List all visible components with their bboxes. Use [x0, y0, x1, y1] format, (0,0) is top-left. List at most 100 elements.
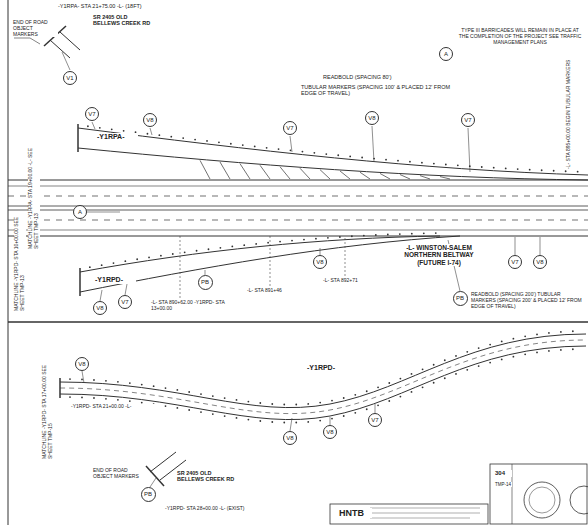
tubular-marker [69, 378, 71, 380]
tubular-marker [553, 170, 555, 172]
tubular-marker [165, 405, 167, 407]
tubular-marker [99, 127, 101, 129]
title-block [330, 464, 588, 524]
callout-circle: PB [198, 275, 213, 290]
tubular-marker [129, 382, 131, 384]
tubular-marker [291, 240, 293, 242]
hatch-stroke [300, 168, 310, 179]
tubular-marker [93, 397, 95, 399]
tubular-marker [524, 335, 526, 337]
tubular-marker [279, 241, 281, 243]
tubular-marker [236, 399, 238, 401]
tubular-marker [481, 166, 483, 168]
tubular-marker [303, 239, 305, 241]
tubular-marker [377, 404, 379, 406]
tubular-marker [295, 404, 297, 406]
callout-number: A [78, 209, 82, 215]
tubular-marker [254, 146, 256, 148]
callout-number: V8 [326, 429, 333, 435]
callout-circle: V7 [508, 255, 522, 269]
tubular-marker [160, 255, 162, 257]
plan-label: TMP-14 [494, 482, 512, 487]
tubular-marker [327, 237, 329, 239]
tubular-marker [101, 264, 103, 266]
plan-label: END OF ROAD OBJECT MARKERS [12, 20, 58, 37]
callout-circle: A [439, 47, 453, 61]
callout-number: V8 [146, 117, 153, 123]
tubular-marker [501, 341, 503, 343]
plan-label: -Y1RPD- [94, 276, 136, 284]
tubular-marker [435, 232, 437, 234]
tubular-marker [411, 233, 413, 235]
callout-circle: A [73, 205, 87, 219]
tubular-marker [445, 164, 447, 166]
callout-circle: V8 [283, 431, 297, 445]
tubular-marker [172, 253, 174, 255]
tubular-marker [206, 140, 208, 142]
tubular-marker [422, 386, 424, 388]
plan-label: READBOLD (SPACING 80') [322, 74, 434, 80]
hatch-stroke [220, 162, 230, 179]
hatch-stroke [400, 175, 410, 179]
hatch-stroke [320, 170, 330, 179]
callout-circle: V7 [368, 413, 382, 427]
tubular-marker [113, 262, 115, 264]
tubular-marker [409, 161, 411, 163]
callout-number: V8 [536, 259, 543, 265]
leader-lines [62, 52, 540, 487]
tubular-marker [123, 130, 125, 132]
tubular-marker [444, 359, 446, 361]
plan-label: -Y1RPA- [96, 133, 138, 141]
callout-circle: V7 [118, 295, 132, 309]
tubular-marker [343, 415, 345, 417]
tubular-marker [455, 355, 457, 357]
tubular-marker [325, 153, 327, 155]
tubular-marker [105, 398, 107, 400]
callout-number: A [444, 51, 448, 57]
tubular-marker [363, 235, 365, 237]
callout-circle: V8 [143, 113, 157, 127]
tubular-marker [242, 144, 244, 146]
tubular-marker [117, 399, 119, 401]
hatch-stroke [200, 160, 210, 179]
plan-label: MATCHLINE -Y1RPA- STA 19+00.00 -L- SEE S… [28, 138, 40, 250]
tubular-marker [315, 238, 317, 240]
tubular-marker [148, 257, 150, 259]
tubular-marker [433, 364, 435, 366]
hatch-stroke [280, 167, 290, 179]
old-bellews-creek-rd-stub [14, 26, 186, 486]
tubular-marker [397, 160, 399, 162]
tubular-marker [361, 157, 363, 159]
tubular-marker [87, 125, 89, 127]
tubular-marker [236, 417, 238, 419]
tubular-marker [224, 415, 226, 417]
tubular-marker [373, 158, 375, 160]
tubular-marker [529, 169, 531, 171]
tubular-marker [184, 251, 186, 253]
ramp-y1rpa [78, 124, 588, 180]
plan-label: -Y1RPD- STA 28+00.00 -L- (EXIST) [164, 506, 306, 512]
tubular-marker [89, 266, 91, 268]
hatch-stroke [380, 173, 390, 179]
tubular-marker [577, 171, 579, 173]
callout-circle: V1 [63, 71, 77, 85]
tubular-marker [572, 348, 574, 350]
callout-circle: V7 [85, 107, 99, 121]
tubular-marker [283, 404, 285, 406]
tubular-marker [337, 154, 339, 156]
callout-number: V1 [66, 75, 73, 81]
plan-label: -Y1RPA- STA 21+75.00 -L- (18FT) [58, 3, 208, 9]
callout-number: V7 [286, 125, 293, 131]
plan-label: -L- STA 891+46 [246, 288, 308, 294]
tubular-marker [444, 377, 446, 379]
plan-label: READBOLD (SPACING 200') TUBULAR MARKERS … [470, 292, 584, 309]
tubular-marker [524, 353, 526, 355]
tubular-marker [423, 232, 425, 234]
hatch-stroke [440, 177, 450, 179]
tubular-marker [349, 155, 351, 157]
tubular-marker [105, 380, 107, 382]
gore-hatching [200, 160, 450, 179]
tubular-marker [572, 330, 574, 332]
tubular-marker [560, 349, 562, 351]
tubular-marker [212, 395, 214, 397]
